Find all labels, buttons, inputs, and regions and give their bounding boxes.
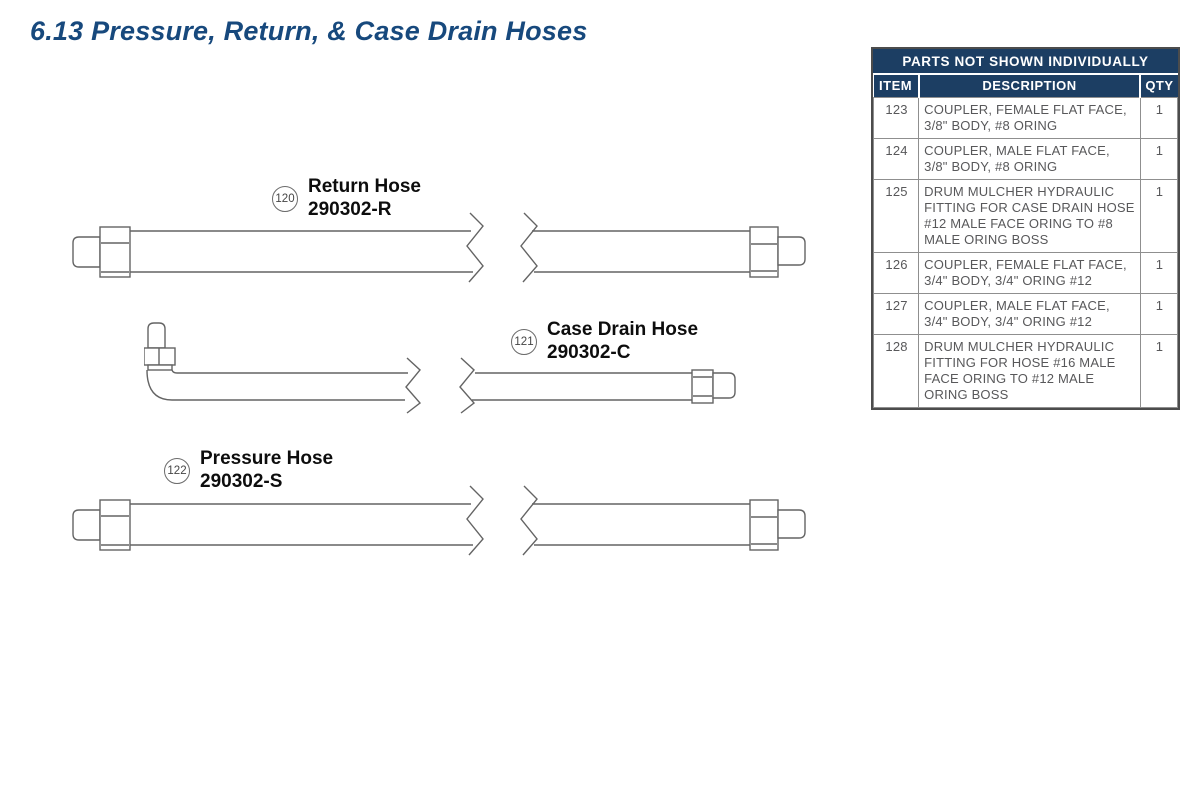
qty-cell: 1 <box>1139 334 1179 408</box>
parts-table-title: PARTS NOT SHOWN INDIVIDUALLY <box>873 49 1178 75</box>
qty-cell: 1 <box>1139 138 1179 180</box>
description-cell: DRUM MULCHER HYDRAULIC FITTING FOR CASE … <box>918 179 1141 253</box>
callout-number: 121 <box>514 336 534 348</box>
table-header-row: ITEM DESCRIPTION QTY <box>873 75 1178 98</box>
callout-return-hose: 120 Return Hose 290302-R <box>272 175 421 221</box>
page-title: 6.13 Pressure, Return, & Case Drain Hose… <box>30 16 587 47</box>
hose-label: Case Drain Hose 290302-C <box>547 318 698 364</box>
hose-part-number: 290302-C <box>547 342 631 363</box>
callout-number: 120 <box>275 193 295 205</box>
description-cell: COUPLER, MALE FLAT FACE, 3/8" BODY, #8 O… <box>918 138 1141 180</box>
callout-pressure-hose: 122 Pressure Hose 290302-S <box>164 447 333 493</box>
table-row: 128 DRUM MULCHER HYDRAULIC FITTING FOR H… <box>872 334 1179 408</box>
col-header-item: ITEM <box>873 75 919 98</box>
table-row: 123 COUPLER, FEMALE FLAT FACE, 3/8" BODY… <box>872 97 1179 139</box>
table-row: 124 COUPLER, MALE FLAT FACE, 3/8" BODY, … <box>872 138 1179 180</box>
hose-name: Pressure Hose <box>200 448 334 469</box>
qty-cell: 1 <box>1139 252 1179 294</box>
description-cell: COUPLER, MALE FLAT FACE, 3/4" BODY, 3/4"… <box>918 293 1141 335</box>
section-title: Pressure, Return, & Case Drain Hoses <box>91 16 588 46</box>
callout-circle: 121 <box>511 329 537 355</box>
description-cell: COUPLER, FEMALE FLAT FACE, 3/8" BODY, #8… <box>918 97 1141 139</box>
item-cell: 123 <box>872 97 920 139</box>
hose-body <box>130 503 750 546</box>
hose-label: Pressure Hose 290302-S <box>200 447 333 493</box>
hose-label: Return Hose 290302-R <box>308 175 421 221</box>
item-cell: 125 <box>872 179 920 253</box>
hose-part-number: 290302-R <box>308 199 392 220</box>
qty-cell: 1 <box>1139 293 1179 335</box>
right-fitting <box>749 226 806 278</box>
hose-name: Return Hose <box>308 176 421 197</box>
hose-body <box>130 230 750 273</box>
left-elbow-fitting <box>144 322 178 401</box>
table-row: 127 COUPLER, MALE FLAT FACE, 3/4" BODY, … <box>872 293 1179 335</box>
section-number: 6.13 <box>30 16 84 46</box>
description-cell: DRUM MULCHER HYDRAULIC FITTING FOR HOSE … <box>918 334 1141 408</box>
item-cell: 127 <box>872 293 920 335</box>
item-cell: 126 <box>872 252 920 294</box>
col-header-description: DESCRIPTION <box>917 75 1141 98</box>
table-row: 125 DRUM MULCHER HYDRAULIC FITTING FOR C… <box>872 179 1179 253</box>
qty-cell: 1 <box>1139 97 1179 139</box>
callout-circle: 122 <box>164 458 190 484</box>
callout-circle: 120 <box>272 186 298 212</box>
break-symbol <box>466 485 538 556</box>
hose-part-number: 290302-S <box>200 471 283 492</box>
hose-name: Case Drain Hose <box>547 319 699 340</box>
right-fitting <box>691 369 736 404</box>
case-drain-hose-drawing <box>144 321 739 416</box>
col-header-qty: QTY <box>1139 75 1178 98</box>
left-fitting <box>72 499 131 551</box>
qty-cell: 1 <box>1139 179 1179 253</box>
return-hose-drawing <box>72 211 812 291</box>
break-symbol <box>466 212 538 283</box>
description-cell: COUPLER, FEMALE FLAT FACE, 3/4" BODY, 3/… <box>918 252 1141 294</box>
right-fitting <box>749 499 806 551</box>
callout-number: 122 <box>167 465 187 477</box>
left-fitting <box>72 226 131 278</box>
item-cell: 128 <box>872 334 920 408</box>
table-row: 126 COUPLER, FEMALE FLAT FACE, 3/4" BODY… <box>872 252 1179 294</box>
parts-table: PARTS NOT SHOWN INDIVIDUALLY ITEM DESCRI… <box>871 47 1180 410</box>
hose-body <box>172 372 692 401</box>
item-cell: 124 <box>872 138 920 180</box>
break-symbol <box>405 357 476 414</box>
pressure-hose-drawing <box>72 484 812 564</box>
callout-case-drain-hose: 121 Case Drain Hose 290302-C <box>511 318 698 364</box>
